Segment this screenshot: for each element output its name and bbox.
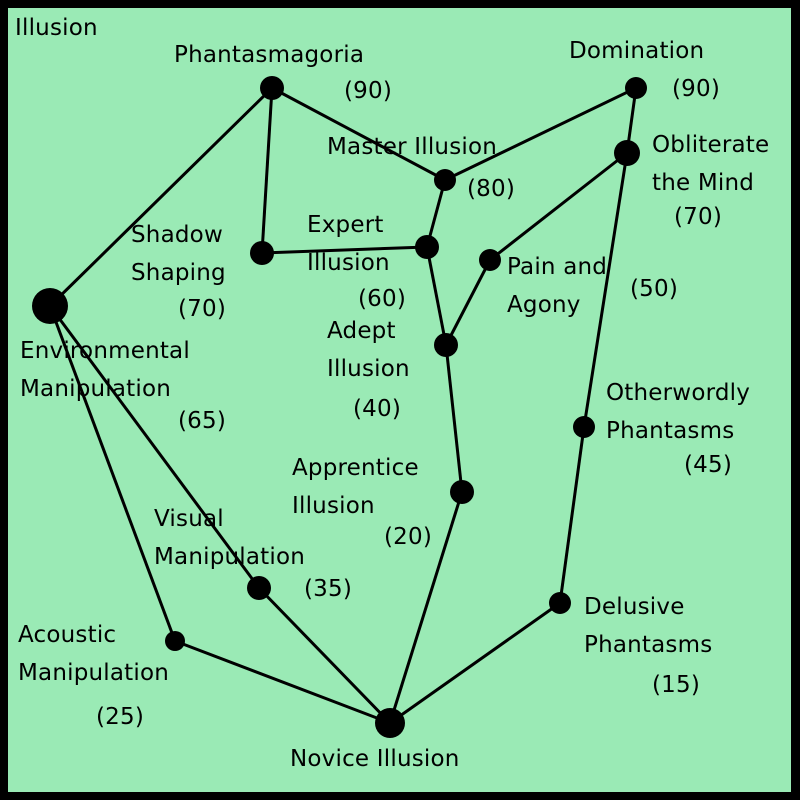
node-acoustic-manipulation[interactable] xyxy=(165,631,185,651)
node-label-line: Novice Illusion xyxy=(290,746,460,772)
node-cost-expert-illusion: (60) xyxy=(358,286,407,312)
node-label-line: Environmental xyxy=(20,338,190,364)
node-label-line: Visual xyxy=(154,506,224,532)
node-cost-obliterate-the-mind: (70) xyxy=(674,204,723,230)
node-label-line: the Mind xyxy=(652,170,755,196)
skill-tree-graph xyxy=(32,76,647,738)
node-cost-otherwordly-phantasms: (45) xyxy=(684,452,733,478)
node-cost-environmental-manipulation: (65) xyxy=(178,408,227,434)
node-label-line: Adept xyxy=(327,318,396,344)
node-label-line: Master Illusion xyxy=(327,134,498,160)
edge-otherwordly-phantasms-to-obliterate-the-mind xyxy=(582,152,629,428)
edge-visual-manipulation-to-environmental-manipulation xyxy=(48,305,261,589)
node-label-line: Apprentice xyxy=(292,455,419,481)
node-phantasmagoria[interactable] xyxy=(260,76,284,100)
node-label-line: Phantasms xyxy=(584,632,713,658)
node-delusive-phantasms[interactable] xyxy=(549,592,571,614)
node-label-line: Phantasmagoria xyxy=(174,42,365,68)
node-cost-domination: (90) xyxy=(672,76,721,102)
node-cost-phantasmagoria: (90) xyxy=(344,78,393,104)
edge-pain-and-agony-to-obliterate-the-mind xyxy=(489,151,628,262)
node-cost-apprentice-illusion: (20) xyxy=(384,524,433,550)
node-label-line: Manipulation xyxy=(18,660,170,686)
node-label-line: Delusive xyxy=(584,594,685,620)
node-pain-and-agony[interactable] xyxy=(479,249,501,271)
node-cost-delusive-phantasms: (15) xyxy=(652,672,701,698)
node-label-line: Expert xyxy=(307,212,384,238)
edge-delusive-phantasms-to-otherwordly-phantasms xyxy=(558,426,586,604)
node-cost-adept-illusion: (40) xyxy=(353,396,402,422)
node-cost-pain-and-agony: (50) xyxy=(630,276,679,302)
node-label-line: Illusion xyxy=(307,250,390,276)
node-cost-acoustic-manipulation: (25) xyxy=(96,704,145,730)
node-label-line: Phantasms xyxy=(606,418,735,444)
edge-phantasmagoria-to-master-illusion xyxy=(271,86,446,182)
node-label-line: Acoustic xyxy=(18,622,117,648)
node-apprentice-illusion[interactable] xyxy=(450,480,474,504)
tree-title: Illusion xyxy=(15,15,98,41)
node-label-phantasmagoria: Phantasmagoria xyxy=(174,36,364,74)
node-label-line: Domination xyxy=(569,38,705,64)
node-novice-illusion[interactable] xyxy=(375,708,405,738)
node-visual-manipulation[interactable] xyxy=(247,576,271,600)
node-label-obliterate-the-mind: Obliterate the Mind xyxy=(652,126,769,202)
node-label-domination: Domination xyxy=(569,32,704,70)
edge-master-illusion-to-domination xyxy=(444,86,637,182)
edge-environmental-manipulation-to-phantasmagoria xyxy=(48,86,274,308)
node-cost-master-illusion: (80) xyxy=(467,176,516,202)
node-otherwordly-phantasms[interactable] xyxy=(573,416,595,438)
edge-adept-illusion-to-pain-and-agony xyxy=(444,259,492,346)
edge-novice-illusion-to-apprentice-illusion xyxy=(388,491,464,724)
node-expert-illusion[interactable] xyxy=(415,235,439,259)
node-label-line: Pain and xyxy=(507,254,608,280)
node-adept-illusion[interactable] xyxy=(434,333,458,357)
node-label-line: Otherwordly xyxy=(606,380,751,406)
skill-tree-canvas: Illusion Phantasmagoria (90) Domination (90… xyxy=(8,8,791,792)
node-label-line: Obliterate xyxy=(652,132,770,158)
edge-novice-illusion-to-visual-manipulation xyxy=(257,586,392,725)
node-label-line: Manipulation xyxy=(154,544,306,570)
edge-novice-illusion-to-delusive-phantasms xyxy=(389,601,561,725)
node-label-line: Agony xyxy=(507,292,581,318)
node-obliterate-the-mind[interactable] xyxy=(614,140,640,166)
edge-novice-illusion-to-acoustic-manipulation xyxy=(174,639,391,725)
node-label-line: Illusion xyxy=(327,356,410,382)
edge-shadow-shaping-to-expert-illusion xyxy=(261,245,428,255)
node-cost-visual-manipulation: (35) xyxy=(304,576,353,602)
edge-acoustic-manipulation-to-environmental-manipulation xyxy=(48,305,177,642)
edge-apprentice-illusion-to-adept-illusion xyxy=(444,344,464,493)
edge-phantasmagoria-to-shadow-shaping xyxy=(260,87,274,254)
node-environmental-manipulation[interactable] xyxy=(32,288,68,324)
node-master-illusion[interactable] xyxy=(434,169,456,191)
node-label-line: Shaping xyxy=(131,260,226,286)
node-label-line: Shadow xyxy=(131,222,223,248)
node-domination[interactable] xyxy=(625,77,647,99)
node-label-novice-illusion: Novice Illusion xyxy=(290,740,460,778)
node-label-line: Manipulation xyxy=(20,376,172,402)
node-label-master-illusion: Master Illusion xyxy=(327,128,497,166)
node-label-line: Illusion xyxy=(292,493,375,519)
node-cost-shadow-shaping: (70) xyxy=(178,296,227,322)
edge-adept-illusion-to-expert-illusion xyxy=(425,246,448,346)
node-shadow-shaping[interactable] xyxy=(250,241,274,265)
